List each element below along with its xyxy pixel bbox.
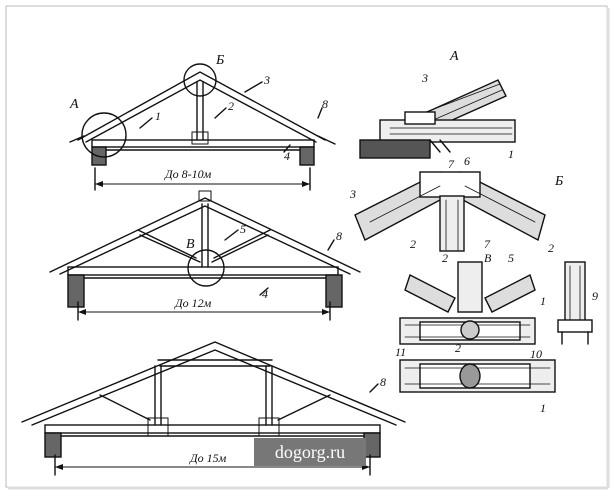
truss-2 <box>49 190 361 321</box>
detail-b <box>354 171 546 252</box>
detail-a-title: А <box>449 49 459 64</box>
truss1-label-4: 4 <box>284 149 290 163</box>
truss-3 <box>21 341 406 476</box>
detail-v-label-1b: 1 <box>540 401 546 415</box>
detail-v-label-1a: 1 <box>540 294 546 308</box>
detail-a-label-7: 7 <box>448 157 455 171</box>
detail-a <box>359 79 516 159</box>
detail-side-label-2: 2 <box>548 241 554 255</box>
detail-v-label-2: 2 <box>442 251 448 265</box>
detail-side <box>557 261 593 345</box>
truss2-callout-v <box>187 249 225 287</box>
truss1-label-8: 8 <box>322 97 328 111</box>
truss2-label-5: 5 <box>240 222 246 236</box>
truss3-span-label: До 15м <box>189 451 227 465</box>
truss1-label-2: 2 <box>228 99 234 113</box>
detail-a-label-6: 6 <box>464 154 470 168</box>
truss2-tie-beam <box>67 266 339 276</box>
truss1-rafters <box>77 71 326 141</box>
detail-b-label-3: 3 <box>349 187 356 201</box>
truss3-rafters <box>21 341 406 423</box>
truss2-span-label: До 12м <box>174 296 212 310</box>
truss2-label-4: 4 <box>262 287 268 301</box>
detail-b-label-2: 2 <box>410 237 416 251</box>
detail-b-title: Б <box>554 174 563 189</box>
truss1-callout-a-label: А <box>69 97 79 112</box>
detail-b-label-7: 7 <box>484 237 491 251</box>
detail-v-label-5: 5 <box>508 251 514 265</box>
truss1-callout-a <box>81 112 127 158</box>
truss3-label-8: 8 <box>380 375 386 389</box>
detail-a-label-3: 3 <box>421 71 428 85</box>
truss-1 <box>69 63 336 191</box>
truss1-span-label: До 8-10м <box>164 167 212 181</box>
detail-side-label-9: 9 <box>592 289 598 303</box>
truss2-callout-v-label: В <box>186 237 195 252</box>
truss1-label-1: 1 <box>155 109 161 123</box>
watermark-bg <box>254 438 366 466</box>
detail-v-label-11: 11 <box>395 345 406 359</box>
detail-a-label-1: 1 <box>508 147 514 161</box>
truss2-label-8: 8 <box>336 229 342 243</box>
truss1-label-3: 3 <box>263 73 270 87</box>
watermark-text: dogorg.ru <box>275 442 345 462</box>
truss1-callout-b-label: Б <box>215 53 224 68</box>
truss2-rafters <box>49 197 361 273</box>
truss1-callout-b <box>183 63 217 97</box>
detail-v <box>399 261 556 393</box>
truss3-tie-beam <box>44 424 381 434</box>
detail-v-label-v: В <box>484 251 492 265</box>
detail-v-label-10: 10 <box>530 347 542 361</box>
detail-a-beam <box>379 119 516 143</box>
detail-v-label-2b: 2 <box>455 341 461 355</box>
